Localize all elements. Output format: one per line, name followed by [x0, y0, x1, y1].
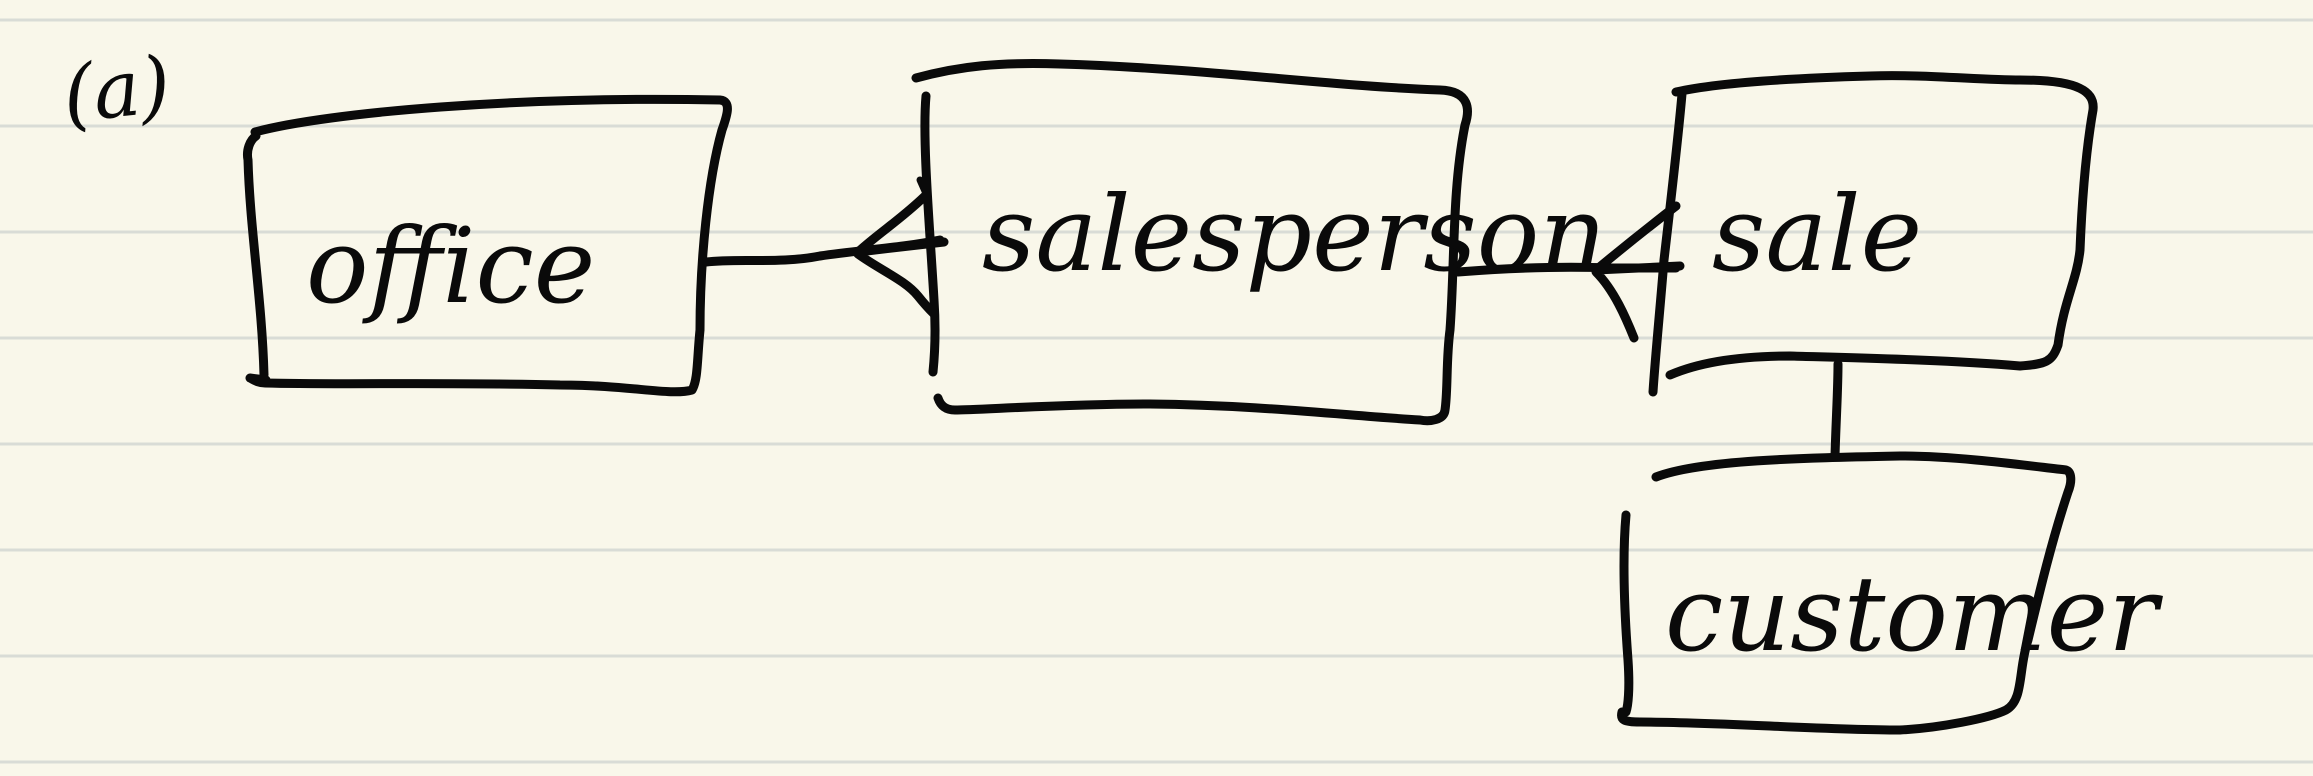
relationship-salesperson-sale[interactable]	[1453, 201, 1685, 343]
relationship-sale-customer[interactable]	[1830, 359, 1843, 461]
entity-sale-label: sale	[1712, 173, 1922, 295]
entity-office-box	[243, 94, 732, 397]
entity-salesperson[interactable]: salesperson	[911, 59, 1606, 426]
ruled-lines	[0, 18, 2313, 764]
relationship-line	[1830, 359, 1843, 461]
entity-customer-label: customer	[1665, 553, 2163, 675]
part-label: (a)	[59, 40, 175, 141]
entity-salesperson-label: salesperson	[982, 173, 1606, 295]
crows-foot-many-icon	[853, 191, 949, 319]
entity-customer-box	[1617, 451, 2076, 735]
crows-foot-many-icon	[1591, 201, 1685, 343]
crows-foot-tick	[916, 176, 932, 202]
entity-office-label: office	[306, 205, 595, 327]
entity-sale-box	[1648, 71, 2098, 397]
entity-sale[interactable]: sale	[1648, 71, 2098, 397]
entity-customer[interactable]: customer	[1617, 451, 2164, 735]
entity-salesperson-box	[911, 59, 1472, 426]
entity-office[interactable]: office	[243, 94, 732, 397]
relationship-office-salesperson[interactable]	[701, 176, 949, 319]
